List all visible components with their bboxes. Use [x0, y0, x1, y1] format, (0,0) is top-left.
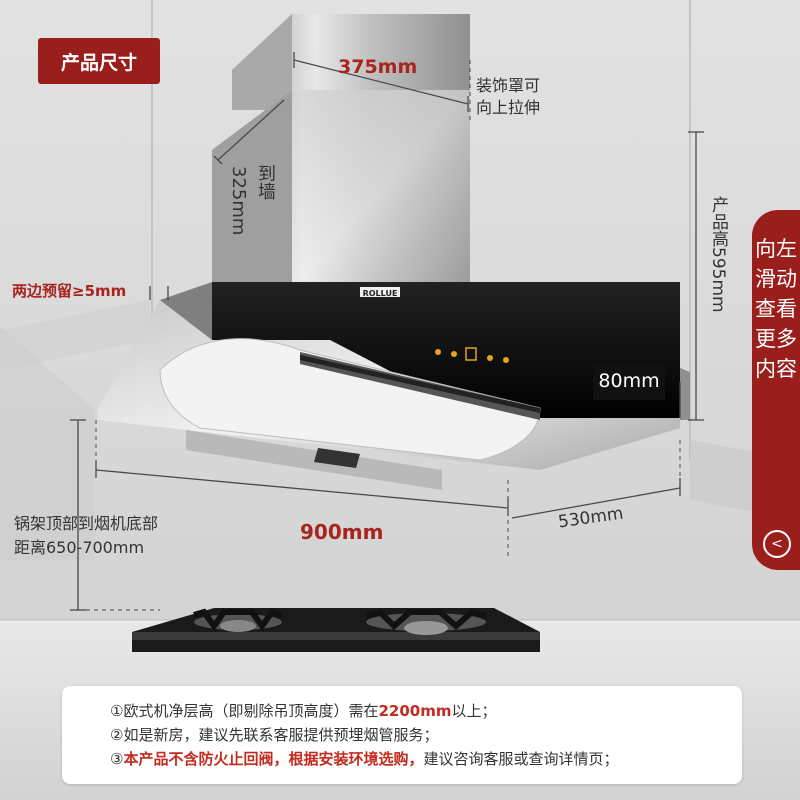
chevron-left-icon[interactable]: < — [763, 530, 791, 558]
note-1-tail: 以上； — [451, 702, 497, 720]
notes-panel: ①欧式机净层高（即剔除吊顶高度）需在2200mm以上； ②如是新房，建议先联系客… — [62, 686, 742, 784]
note-1-highlight: 2200mm — [378, 702, 452, 720]
cover-note-line2: 向上拉伸 — [476, 98, 541, 117]
glass-panel — [212, 282, 680, 418]
note-3-number: ③ — [110, 750, 124, 768]
brand-logo: ROLLUE — [363, 289, 398, 298]
swipe-hint-tab[interactable]: 向左滑动查看更多内容 < — [752, 210, 800, 570]
note-2: ②如是新房，建议先联系客服提供预埋烟管服务； — [110, 726, 439, 744]
note-1-text: ①欧式机净层高（即剔除吊顶高度）需在 — [110, 702, 379, 720]
intake-panel — [159, 338, 541, 461]
height-label: 产品高595mm — [708, 196, 728, 313]
gas-stove — [132, 608, 540, 652]
note-3-tail: 建议咨询客服或查询详情页； — [423, 750, 619, 768]
note-3: ③本产品不含防火止回阀，根据安装环境选购，建议咨询客服或查询详情页； — [110, 748, 618, 769]
duct — [186, 430, 442, 490]
wall-distance-label: 325mm — [228, 166, 249, 236]
width-label: 900mm — [300, 520, 384, 544]
grill — [300, 355, 540, 413]
distance-label-1: 锅架顶部到烟机底部 — [14, 514, 159, 533]
control-panel — [435, 347, 509, 363]
note-1: ①欧式机净层高（即剔除吊顶高度）需在2200mm以上； — [110, 700, 496, 721]
section-title-tag: 产品尺寸 — [38, 38, 160, 84]
distance-label-2: 距离650-700mm — [14, 538, 145, 557]
swipe-hint-text: 向左滑动查看更多内容 — [755, 237, 797, 381]
note-3-highlight: 本产品不含防火止回阀，根据安装环境选购， — [123, 750, 424, 768]
top-width-label: 375mm — [338, 56, 418, 78]
thickness-badge: 80mm — [593, 362, 665, 400]
cover-note-line1: 装饰罩可 — [476, 76, 541, 95]
wall-label: 到墙 — [255, 164, 276, 200]
side-margin-label: 两边预留≥5mm — [12, 282, 127, 300]
